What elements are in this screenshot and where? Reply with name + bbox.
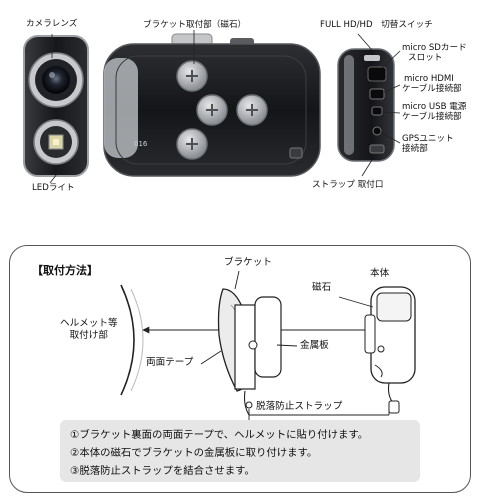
label-strap-mount: ストラップ 取付口 [312,180,384,190]
label-metal-plate: 金属板 [300,340,329,351]
label-camera-lens: カメラレンズ [26,19,78,29]
label-micro-hdmi: micro HDMI ケーブル接続部 [402,74,462,94]
label-strap: 脱落防止ストラップ [256,401,343,412]
label-magnet: 磁石 [312,282,332,293]
label-gps: GPSユニット 接続部 [402,134,454,154]
step-1: ①ブラケット裏面の両面テープで、ヘルメットに貼り付けます。 [70,429,369,441]
label-main-unit: 本体 [370,268,390,279]
label-full-hd-switch: FULL HD/HD 切替スイッチ [320,20,433,30]
label-micro-sd: micro SDカード スロット [402,43,467,63]
steps-box: ①ブラケット裏面の両面テープで、ヘルメットに貼り付けます。 ②本体の磁石でブラケ… [60,420,420,482]
leader-lines [49,30,401,184]
camera-back-view [337,48,395,162]
mounting-diagram [120,270,416,420]
label-bracket-mount: ブラケット取付部（磁石） [143,20,247,30]
mounting-title: 【取付方法】 [32,264,98,277]
label-micro-usb: micro USB 電源 ケーブル接続部 [402,102,467,122]
step-3: ③脱落防止ストラップを結合させます。 [70,465,255,477]
label-led-light: LEDライト [32,183,75,193]
camera-front-view [23,35,89,177]
label-helmet: ヘルメット等 取付け部 [60,318,118,341]
camera-side-view: 016 [103,33,321,177]
label-bracket: ブラケット [224,257,272,268]
step-2: ②本体の磁石でブラケットの金属板に取り付けます。 [70,447,318,459]
label-double-tape: 両面テープ [146,357,194,368]
body-code: 016 [134,140,148,148]
